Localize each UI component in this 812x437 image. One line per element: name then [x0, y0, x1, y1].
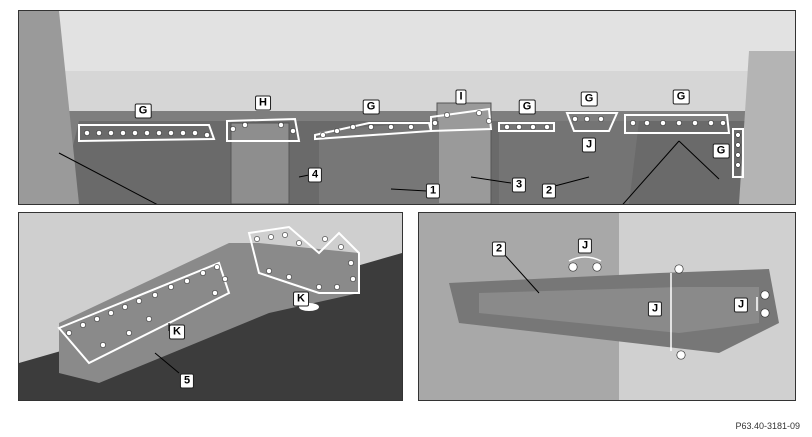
label-j: J [581, 137, 597, 153]
detail-panel-left: K K 5 [18, 212, 403, 401]
weld-group-g6 [732, 128, 744, 178]
label-k: K [169, 324, 185, 340]
label-part-1: 1 [425, 183, 441, 199]
label-g: G [712, 143, 730, 159]
label-h: H [255, 95, 271, 111]
weld-group-i [430, 107, 493, 133]
label-part-3: 3 [511, 177, 527, 193]
overview-panel: G H G I G G J G G 4 1 3 2 [18, 10, 796, 205]
label-k: K [293, 291, 309, 307]
label-part-5: 5 [179, 373, 195, 389]
label-g: G [518, 99, 536, 115]
label-part-4: 4 [307, 167, 323, 183]
part-3 [436, 102, 492, 204]
label-j: J [577, 238, 593, 254]
weld-group-g1 [78, 124, 216, 143]
label-part-2: 2 [491, 241, 507, 257]
weld-points-left [66, 232, 356, 348]
part-1 [319, 121, 439, 204]
weld-group-k2 [247, 225, 360, 294]
figure-reference: P63.40-3181-09 [735, 421, 800, 431]
weld-brackets [568, 256, 758, 351]
weld-group-k [57, 261, 231, 365]
weld-group-g5 [624, 114, 731, 134]
weld-group-g3 [498, 122, 555, 132]
label-g: G [362, 99, 380, 115]
label-j: J [647, 301, 663, 317]
weld-group-g4 [565, 112, 619, 132]
detail-right-illustration [419, 213, 795, 400]
part-5 [59, 243, 359, 383]
label-g: G [134, 103, 152, 119]
leader-lines-left [154, 323, 180, 374]
label-g: G [672, 89, 690, 105]
detail-panel-right: 2 J J J [418, 212, 796, 401]
label-g: G [580, 91, 598, 107]
leader-lines-top [58, 140, 720, 204]
weld-group-h [226, 117, 301, 142]
detail-left-illustration [19, 213, 402, 400]
label-i: I [455, 89, 467, 105]
label-j: J [733, 297, 749, 313]
part-4 [230, 122, 290, 204]
weld-points-top [84, 110, 741, 168]
weld-points-right [568, 262, 770, 360]
overview-illustration [19, 11, 795, 204]
leader-lines-right [502, 252, 540, 294]
label-part-2: 2 [541, 183, 557, 199]
part-2 [499, 121, 639, 204]
